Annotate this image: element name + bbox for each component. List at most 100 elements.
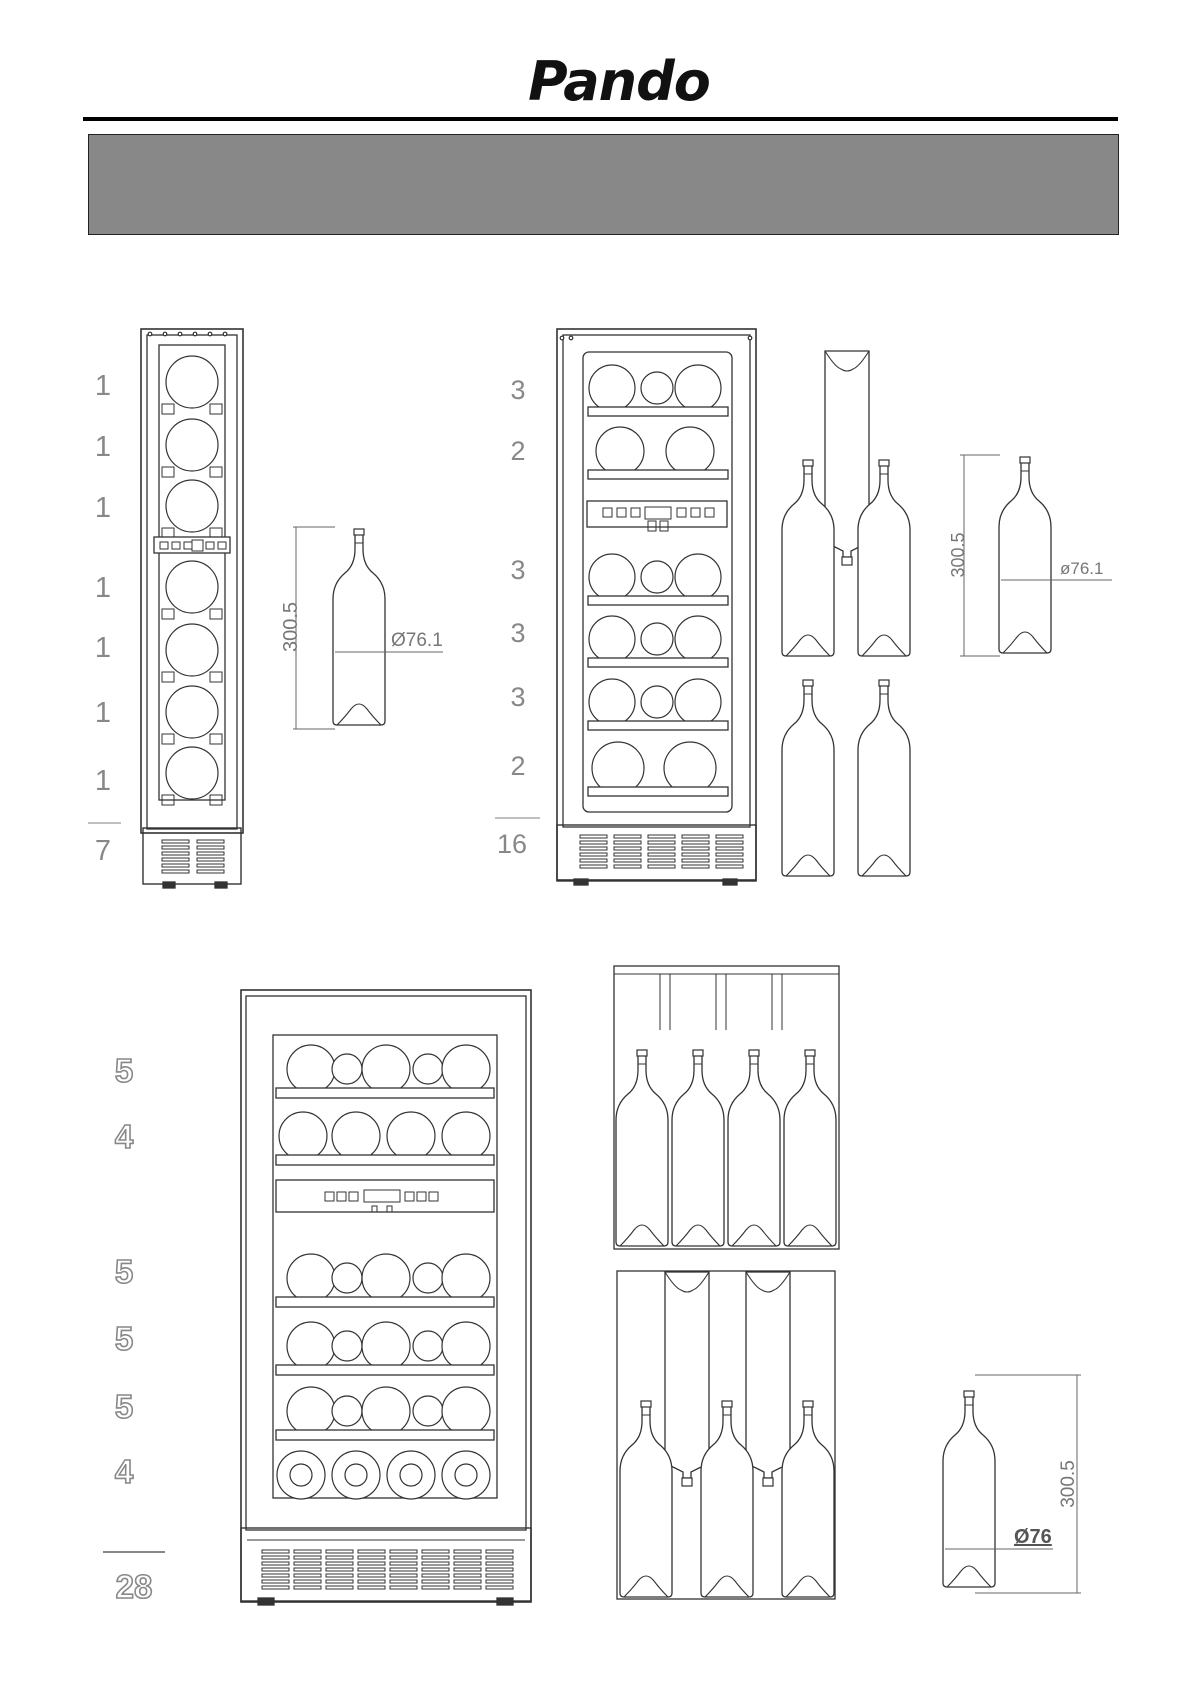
- model-2-shelf: [587, 406, 729, 417]
- model-3-shelf-count: 5: [115, 1052, 133, 1089]
- model-1-rack-clip: [161, 466, 175, 478]
- model-2-bottle: [674, 615, 722, 663]
- model-1-shelf-count: 1: [95, 632, 111, 664]
- model-3-vent: [421, 1555, 450, 1560]
- model-2-vent: [613, 852, 642, 857]
- model-3-bottle-height: 300.5: [1058, 1460, 1079, 1508]
- model-3-vent: [421, 1579, 450, 1584]
- model-2-control-button: [690, 507, 701, 518]
- model-2-bottle: [588, 364, 636, 412]
- model-1-screw: [147, 331, 153, 337]
- model-1-shelf-count: 1: [95, 765, 111, 797]
- model-3-bottle: [278, 1111, 328, 1161]
- model-3-bottle: [286, 1253, 336, 1303]
- model-3-counts: 5 4 5 5 5 4 28: [103, 1051, 165, 1606]
- model-1-vent: [196, 869, 225, 874]
- model-3-vent: [485, 1585, 514, 1590]
- model-3-vent: [389, 1561, 418, 1566]
- model-2-bottle: [640, 685, 674, 719]
- model-3-vent: [421, 1585, 450, 1590]
- model-3-vent: [485, 1579, 514, 1584]
- model-3-shelf-count: 4: [115, 1453, 134, 1490]
- model-3-bottle: [331, 1053, 363, 1085]
- model-3-control-button: [336, 1191, 347, 1202]
- model-1-bottle: [165, 623, 219, 677]
- model-3-vent: [389, 1555, 418, 1560]
- model-3-foot: [257, 1597, 275, 1606]
- model-1-control-button: [171, 541, 181, 550]
- model-3-vent: [261, 1579, 290, 1584]
- model-2-vent: [613, 858, 642, 863]
- model-3-bottle: [361, 1321, 411, 1371]
- model-3-vent: [261, 1561, 290, 1566]
- model-3-bottle: [331, 1395, 363, 1427]
- model-3-vent: [421, 1561, 450, 1566]
- model-2-vent: [647, 858, 676, 863]
- model-2-vent: [681, 834, 710, 839]
- model-1-counts: 1 1 1 1 1 1 1 7: [88, 370, 121, 867]
- model-2-vent: [715, 846, 744, 851]
- model-3-shelf: [275, 1429, 495, 1441]
- model-2-control-button: [602, 507, 613, 518]
- model-3-vent: [293, 1579, 322, 1584]
- model-3-control-button: [348, 1191, 359, 1202]
- model-1-rack-clip: [161, 608, 175, 620]
- model-3-vent: [261, 1585, 290, 1590]
- model-3-vent: [325, 1555, 354, 1560]
- model-2-vent: [579, 864, 608, 869]
- model-3-bottle: [286, 1044, 336, 1094]
- model-3-shelf-count: 5: [115, 1253, 133, 1290]
- model-3-vent: [325, 1573, 354, 1578]
- model-1-glass: [158, 344, 226, 801]
- model-2-bottle-height: 300.5: [948, 532, 968, 577]
- model-2-shelf: [587, 786, 729, 797]
- model-2-bottle-layout: [781, 350, 911, 877]
- model-1-control-panel: [153, 536, 231, 554]
- model-1-foot: [214, 881, 228, 889]
- model-1-vent: [161, 845, 190, 850]
- model-3-vent: [293, 1567, 322, 1572]
- model-3-bottle: [441, 1044, 491, 1094]
- model-3-glass: [272, 1034, 498, 1499]
- model-2-bottle-diameter: ø76.1: [1060, 559, 1103, 578]
- model-2-frame: [556, 328, 757, 881]
- model-1-base: [142, 827, 242, 885]
- model-2-base: [556, 824, 757, 882]
- model-3-bottle-base: [344, 1463, 368, 1487]
- model-3-vent: [293, 1561, 322, 1566]
- model-2-vent: [579, 846, 608, 851]
- model-3-bottle: [331, 1262, 363, 1294]
- model-3-control-button: [404, 1191, 415, 1202]
- model-3-base: [240, 1527, 532, 1602]
- model-3-shelf: [275, 1087, 495, 1099]
- model-3-vent: [293, 1573, 322, 1578]
- model-3-control-display: [363, 1189, 401, 1203]
- model-2-vent: [579, 840, 608, 845]
- model-2-vent: [647, 864, 676, 869]
- model-3-vent: [389, 1585, 418, 1590]
- model-3-bottle: [331, 1330, 363, 1362]
- model-3-control-panel: [275, 1179, 495, 1213]
- model-3-control-tab: [386, 1205, 393, 1213]
- model-1-shelf-count: 1: [95, 572, 111, 604]
- model-2-total: 16: [497, 829, 527, 859]
- model-2-bottle: [663, 741, 717, 795]
- model-1-bottle-height: 300.5: [280, 602, 302, 652]
- model-3-vent: [453, 1579, 482, 1584]
- model-3-vent: [485, 1555, 514, 1560]
- model-3-bottle: [441, 1386, 491, 1436]
- model-3-bottle-base: [399, 1463, 423, 1487]
- model-3-vent: [357, 1585, 386, 1590]
- model-3-bottle: [412, 1053, 444, 1085]
- model-2-foot: [722, 878, 738, 886]
- model-1-vent: [161, 869, 190, 874]
- model-1-screw: [222, 331, 228, 337]
- model-1-bottle: [165, 685, 219, 739]
- brand-logo: Pando: [0, 52, 1193, 112]
- model-3-bottle-base: [289, 1463, 313, 1487]
- model-2-vent: [681, 864, 710, 869]
- model-2-vent: [647, 840, 676, 845]
- model-2-control-button: [676, 507, 687, 518]
- model-2-bottle-dimension: 300.5 ø76.1: [948, 454, 1112, 657]
